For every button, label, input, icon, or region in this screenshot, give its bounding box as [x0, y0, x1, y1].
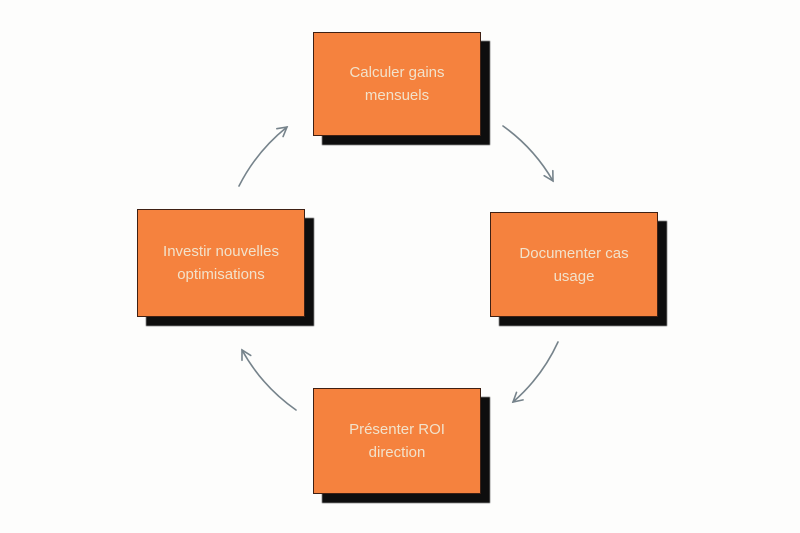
node-label: Calculer gains mensuels	[349, 64, 445, 104]
node-label: Investir nouvelles optimisations	[163, 243, 279, 283]
node-presenter-roi-direction: Présenter ROI direction	[313, 388, 481, 494]
arrow-top-to-right-icon	[502, 125, 554, 183]
node-investir-nouvelles-optimisations: Investir nouvelles optimisations	[137, 209, 305, 317]
node-label: Documenter cas usage	[519, 244, 629, 285]
node-label: Présenter ROI direction	[349, 421, 445, 461]
node-documenter-cas-usage: Documenter cas usage	[490, 212, 658, 317]
node-calculer-gains-mensuels: Calculer gains mensuels	[313, 32, 481, 136]
arrow-right-to-bottom-icon	[511, 341, 559, 404]
arrow-bottom-to-left-icon	[241, 348, 297, 411]
arrow-left-to-top-icon	[238, 125, 289, 187]
